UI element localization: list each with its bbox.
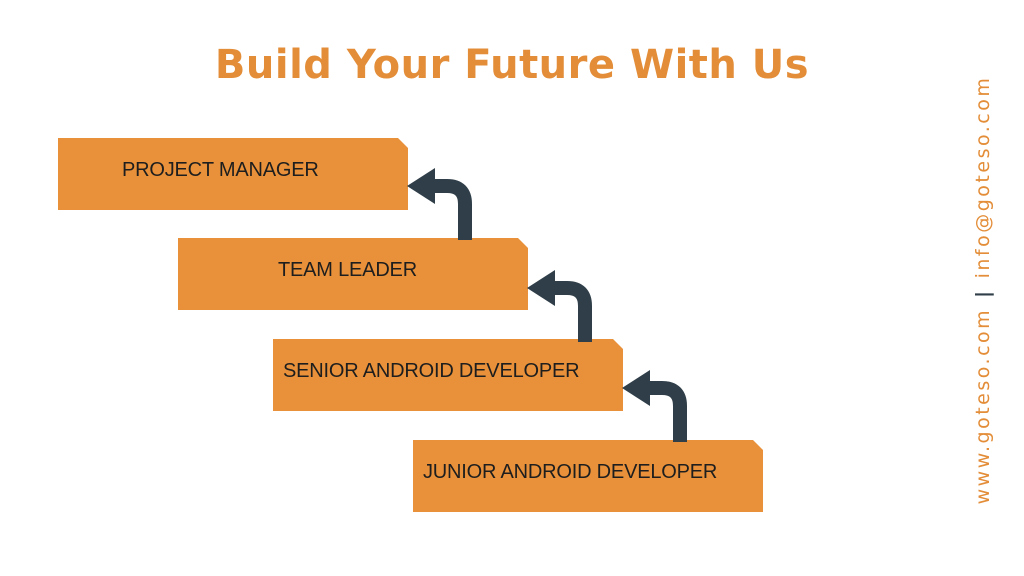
curved-arrow-icon xyxy=(407,168,472,240)
email-link[interactable]: info@goteso.com xyxy=(972,75,994,279)
step-label: SENIOR ANDROID DEVELOPER xyxy=(283,359,580,382)
curved-arrow-icon xyxy=(622,370,687,442)
website-link[interactable]: www.goteso.com xyxy=(972,307,994,505)
step-label: TEAM LEADER xyxy=(278,258,417,281)
step-label: PROJECT MANAGER xyxy=(122,158,319,181)
career-step-project-manager: PROJECT MANAGER xyxy=(58,138,408,210)
step-label: JUNIOR ANDROID DEVELOPER xyxy=(423,460,718,483)
career-step-team-leader: TEAM LEADER xyxy=(178,238,528,310)
career-step-senior-android-developer: SENIOR ANDROID DEVELOPER xyxy=(273,339,623,411)
separator: | xyxy=(972,288,994,298)
contact-sidebar: www.goteso.com | info@goteso.com xyxy=(972,76,994,505)
curved-arrow-icon xyxy=(527,270,592,342)
page-title: Build Your Future With Us xyxy=(214,42,810,88)
career-step-junior-android-developer: JUNIOR ANDROID DEVELOPER xyxy=(413,440,763,512)
